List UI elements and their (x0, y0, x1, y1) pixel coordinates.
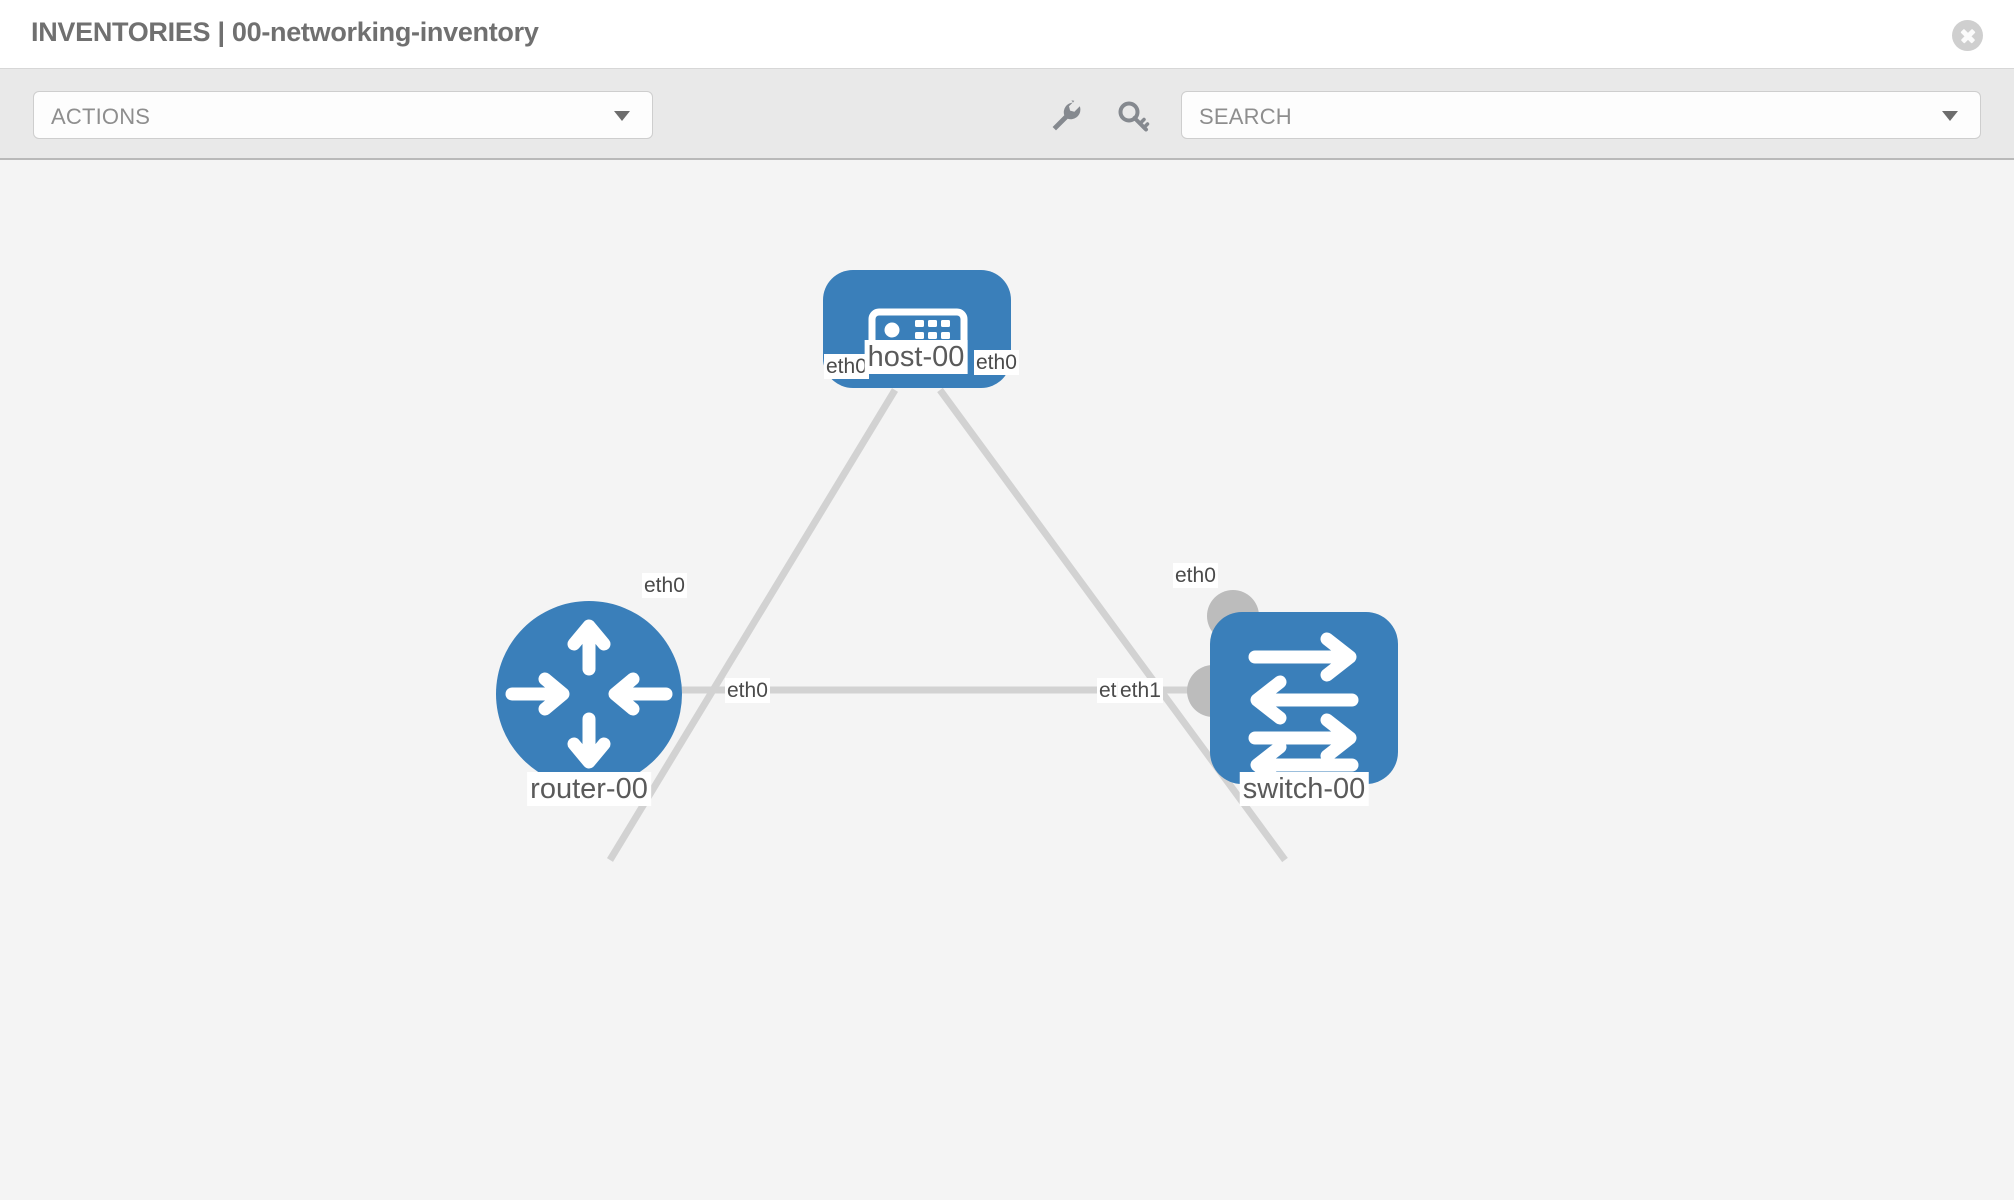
topology-links (607, 387, 1288, 863)
link-host-router[interactable] (607, 388, 898, 862)
node-label-switch-00: switch-00 (1239, 772, 1369, 806)
node-router-00[interactable] (496, 601, 682, 787)
edge-label-host-right: eth0 (974, 350, 1019, 375)
wrench-icon[interactable] (1048, 99, 1084, 135)
chevron-down-icon (1942, 111, 1958, 121)
chevron-down-icon (614, 111, 630, 121)
key-icon[interactable] (1115, 99, 1151, 135)
search-input[interactable]: SEARCH (1181, 91, 1981, 139)
actions-dropdown-label: ACTIONS (51, 104, 151, 129)
switch-arrows-icon (1248, 632, 1359, 790)
edge-label-router-eth0: eth0 (725, 678, 770, 703)
node-switch-00[interactable] (1210, 612, 1398, 790)
edge-label-switch-up: eth0 (1173, 563, 1218, 588)
node-label-router-00: router-00 (527, 772, 651, 806)
topology-graph (496, 270, 1398, 863)
search-placeholder: SEARCH (1199, 104, 1292, 129)
node-label-host-00: host-00 (864, 340, 968, 374)
page-header: INVENTORIES | 00-networking-inventory (0, 0, 2014, 69)
edge-label-router-up: eth0 (642, 573, 687, 598)
actions-dropdown[interactable]: ACTIONS (33, 91, 653, 139)
close-icon[interactable] (1952, 20, 1983, 51)
toolbar: ACTIONS SEARCH (0, 69, 2014, 160)
router-arrows-icon (505, 619, 673, 769)
page-title: INVENTORIES | 00-networking-inventory (31, 17, 539, 47)
topology-canvas[interactable]: eth0 eth0 eth0 eth0 eth0 eth eth1 host-0… (0, 160, 2014, 1200)
edge-label-switch-eth1: eth1 (1118, 678, 1163, 703)
link-host-switch[interactable] (937, 387, 1288, 863)
edge-label-host-left: eth0 (824, 354, 869, 379)
